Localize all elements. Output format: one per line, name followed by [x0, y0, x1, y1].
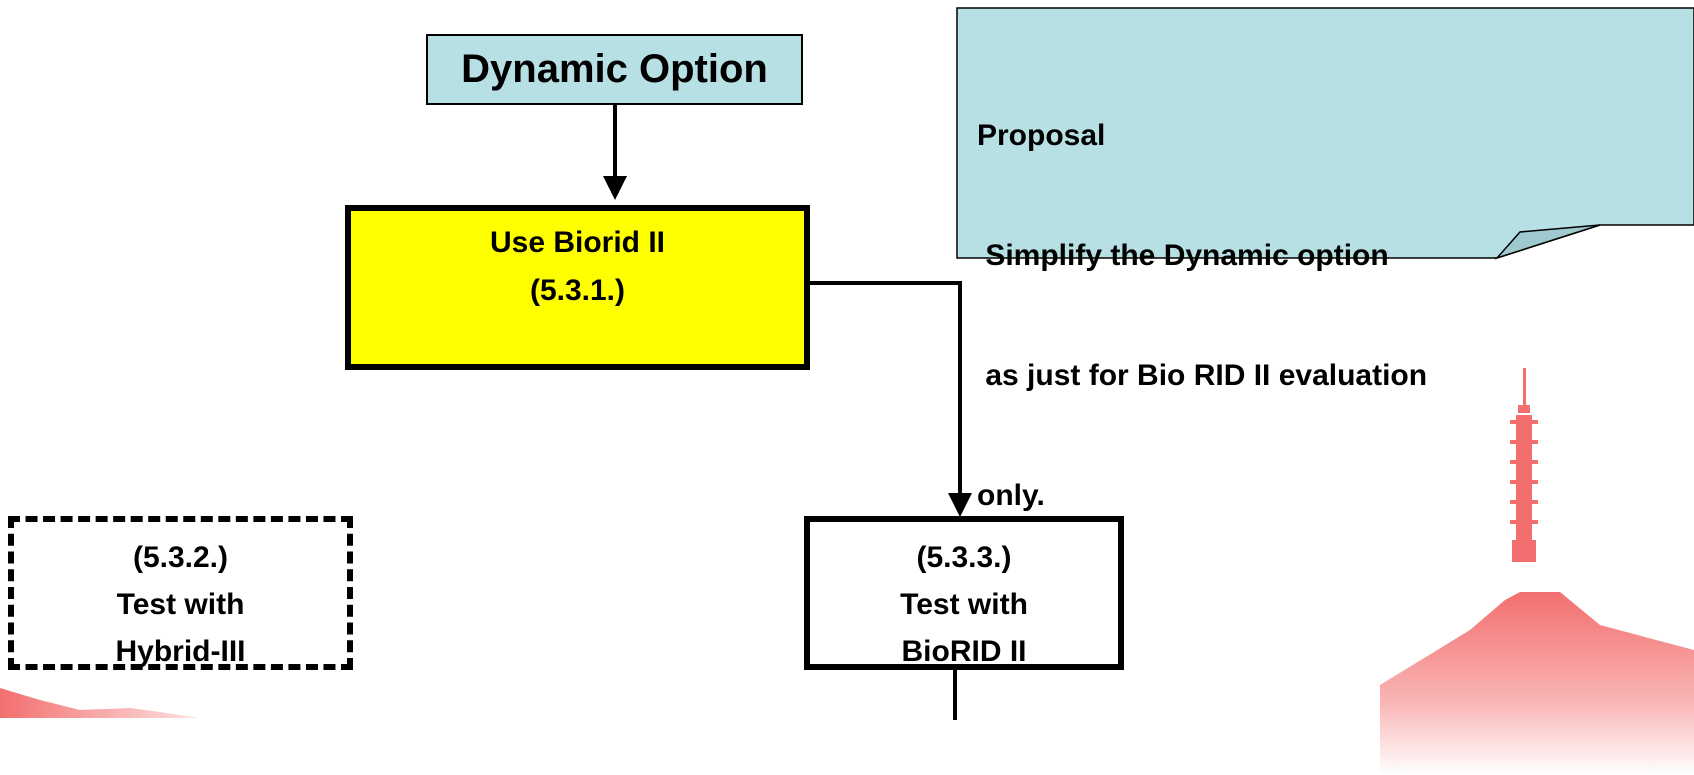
- test-hybrid-section: (5.3.2.): [132, 541, 229, 574]
- test-biorid-text: Test with: [900, 588, 1028, 621]
- use-biorid-box: Use Biorid II (5.3.1.): [345, 205, 810, 370]
- dynamic-option-box: Dynamic Option: [426, 34, 803, 105]
- test-hybrid-text: Test with: [116, 588, 245, 621]
- test-biorid-box: (5.3.3.) Test with BioRID II: [804, 516, 1124, 670]
- use-biorid-section: (5.3.1.): [529, 274, 626, 307]
- proposal-line-1: Simplify the Dynamic option: [977, 239, 1389, 272]
- mountain-left-decoration: [0, 688, 200, 718]
- proposal-line-3: only.: [977, 479, 1045, 512]
- test-hybrid-box: (5.3.2.) Test with Hybrid-III: [8, 516, 353, 670]
- proposal-note: Proposal Simplify the Dynamic option as …: [977, 36, 1677, 556]
- arrow-use-to-test533: [810, 281, 972, 517]
- test-biorid-section: (5.3.3.): [916, 541, 1012, 574]
- proposal-title: Proposal: [977, 119, 1106, 152]
- test-biorid-dummy: BioRID II: [901, 635, 1027, 668]
- dynamic-option-label: Dynamic Option: [461, 47, 768, 91]
- proposal-line-2: as just for Bio RID II evaluation: [977, 359, 1428, 392]
- test-hybrid-dummy: Hybrid-III: [115, 635, 246, 668]
- use-biorid-title: Use Biorid II: [489, 226, 666, 259]
- mountain-right-decoration: [1380, 592, 1694, 775]
- arrow-dynamic-to-use: [603, 105, 627, 200]
